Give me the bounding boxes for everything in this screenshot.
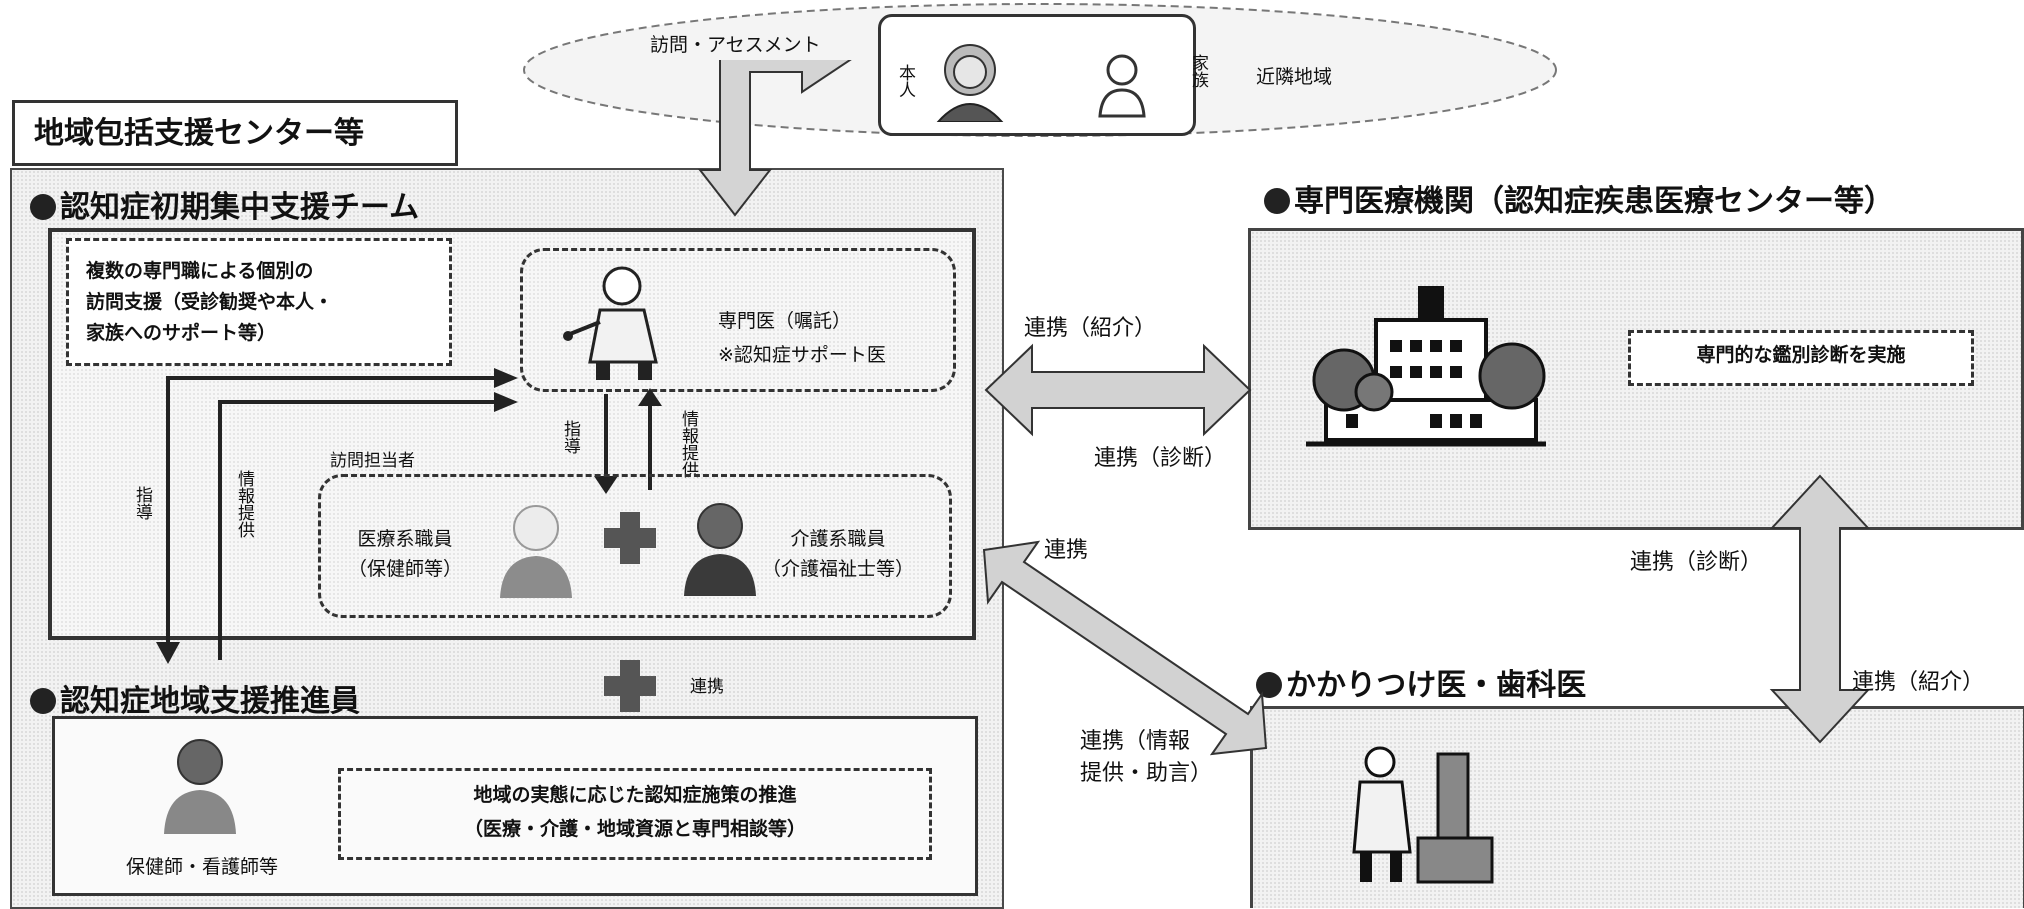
promoter-title: 認知症地域支援推進員 [30,676,360,720]
gp-link-referral: 連携（紹介） [1852,670,1985,695]
promoter-plus-icon [604,660,656,712]
patient-label: 本人 [895,64,915,98]
specialist-link-diagnosis: 連携（診断） [1094,446,1227,471]
left-info-label: 情報提供 [234,470,254,538]
team-title: 認知症初期集中支援チーム [30,182,419,226]
policy-line-1: 地域の実態に応じた認知症施策の推進 [473,784,797,806]
plus-icon [604,512,656,564]
left-loop-arrows [156,368,518,664]
care-staff-label: 介護系職員 （介護福祉士等） [762,524,914,584]
medical-staff-line-2: （保健師等） [348,558,463,580]
description-line-2: 訪問支援（受診勧奨や本人・ [86,291,334,313]
staff-box [318,474,952,618]
description-line-1: 複数の専門職による個別の [86,260,314,282]
hospital-icon [1306,286,1546,447]
policy-box [338,768,932,860]
care-staff-line-1: 介護系職員 [790,528,886,550]
specialist-gp-arrow [1769,474,1871,744]
doctor-icon [563,266,658,380]
clinic-doctor-icon [1352,746,1494,884]
gp-title: かかりつけ医・歯科医 [1256,660,1586,704]
care-staff-icon [684,503,756,596]
description-line-3: 家族へのサポート等） [86,322,277,344]
family-icon [1098,54,1146,118]
visitor-label: 訪問担当者 [330,451,415,471]
left-guidance-label: 指導 [132,486,152,520]
center-title: 地域包括支援センター等 [34,116,364,151]
gp-link-info-line-1: 連携（情報 [1080,729,1191,754]
info-label: 情報提供 [678,410,698,478]
team-description: 複数の専門職による個別の 訪問支援（受診勧奨や本人・ 家族へのサポート等） [86,256,333,349]
team-description-box [66,238,452,366]
gp-link-label: 連携 [1044,538,1089,563]
gp-link-diagnosis: 連携（診断） [1630,550,1763,575]
promoter-link-label: 連携 [690,677,724,697]
specialist-title: 専門医療機関（認知症疾患医療センター等） [1264,176,1894,220]
gp-link-arrow [982,540,1268,756]
diagnosis-box [1628,330,1974,386]
gp-link-info: 連携（情報 提供・助言） [1080,726,1212,790]
doctor-label: 専門医（嘱託） [718,310,852,332]
diagnosis-text: 専門的な鑑別診断を実施 [1696,344,1906,366]
guidance-label: 指導 [560,420,580,454]
medical-staff-icon [500,505,572,598]
family-label: 家族 [1188,54,1208,88]
neighborhood-label: 近隣地域 [1256,66,1333,88]
medical-staff-label: 医療系職員 （保健師等） [348,524,462,584]
specialist-link-arrow [984,343,1252,437]
promoter-person-label: 保健師・看護師等 [126,856,279,878]
promoter-person-icon [164,739,236,834]
doctor-note: ※認知症サポート医 [718,344,886,366]
care-staff-line-2: （介護福祉士等） [762,558,915,580]
visit-arrow [697,60,852,217]
policy-line-2: （医療・介護・地域資源と専門相談等） [463,818,806,840]
elderly-woman-icon [936,44,1004,122]
gp-link-info-line-2: 提供・助言） [1080,761,1213,786]
medical-staff-line-1: 医療系職員 [357,528,453,550]
doctor-box [520,248,956,392]
specialist-link-referral: 連携（紹介） [1024,316,1157,341]
center-title-box [12,100,458,166]
policy-text: 地域の実態に応じた認知症施策の推進 （医療・介護・地域資源と専門相談等） [338,778,932,846]
visit-assessment-label: 訪問・アセスメント [650,34,821,56]
